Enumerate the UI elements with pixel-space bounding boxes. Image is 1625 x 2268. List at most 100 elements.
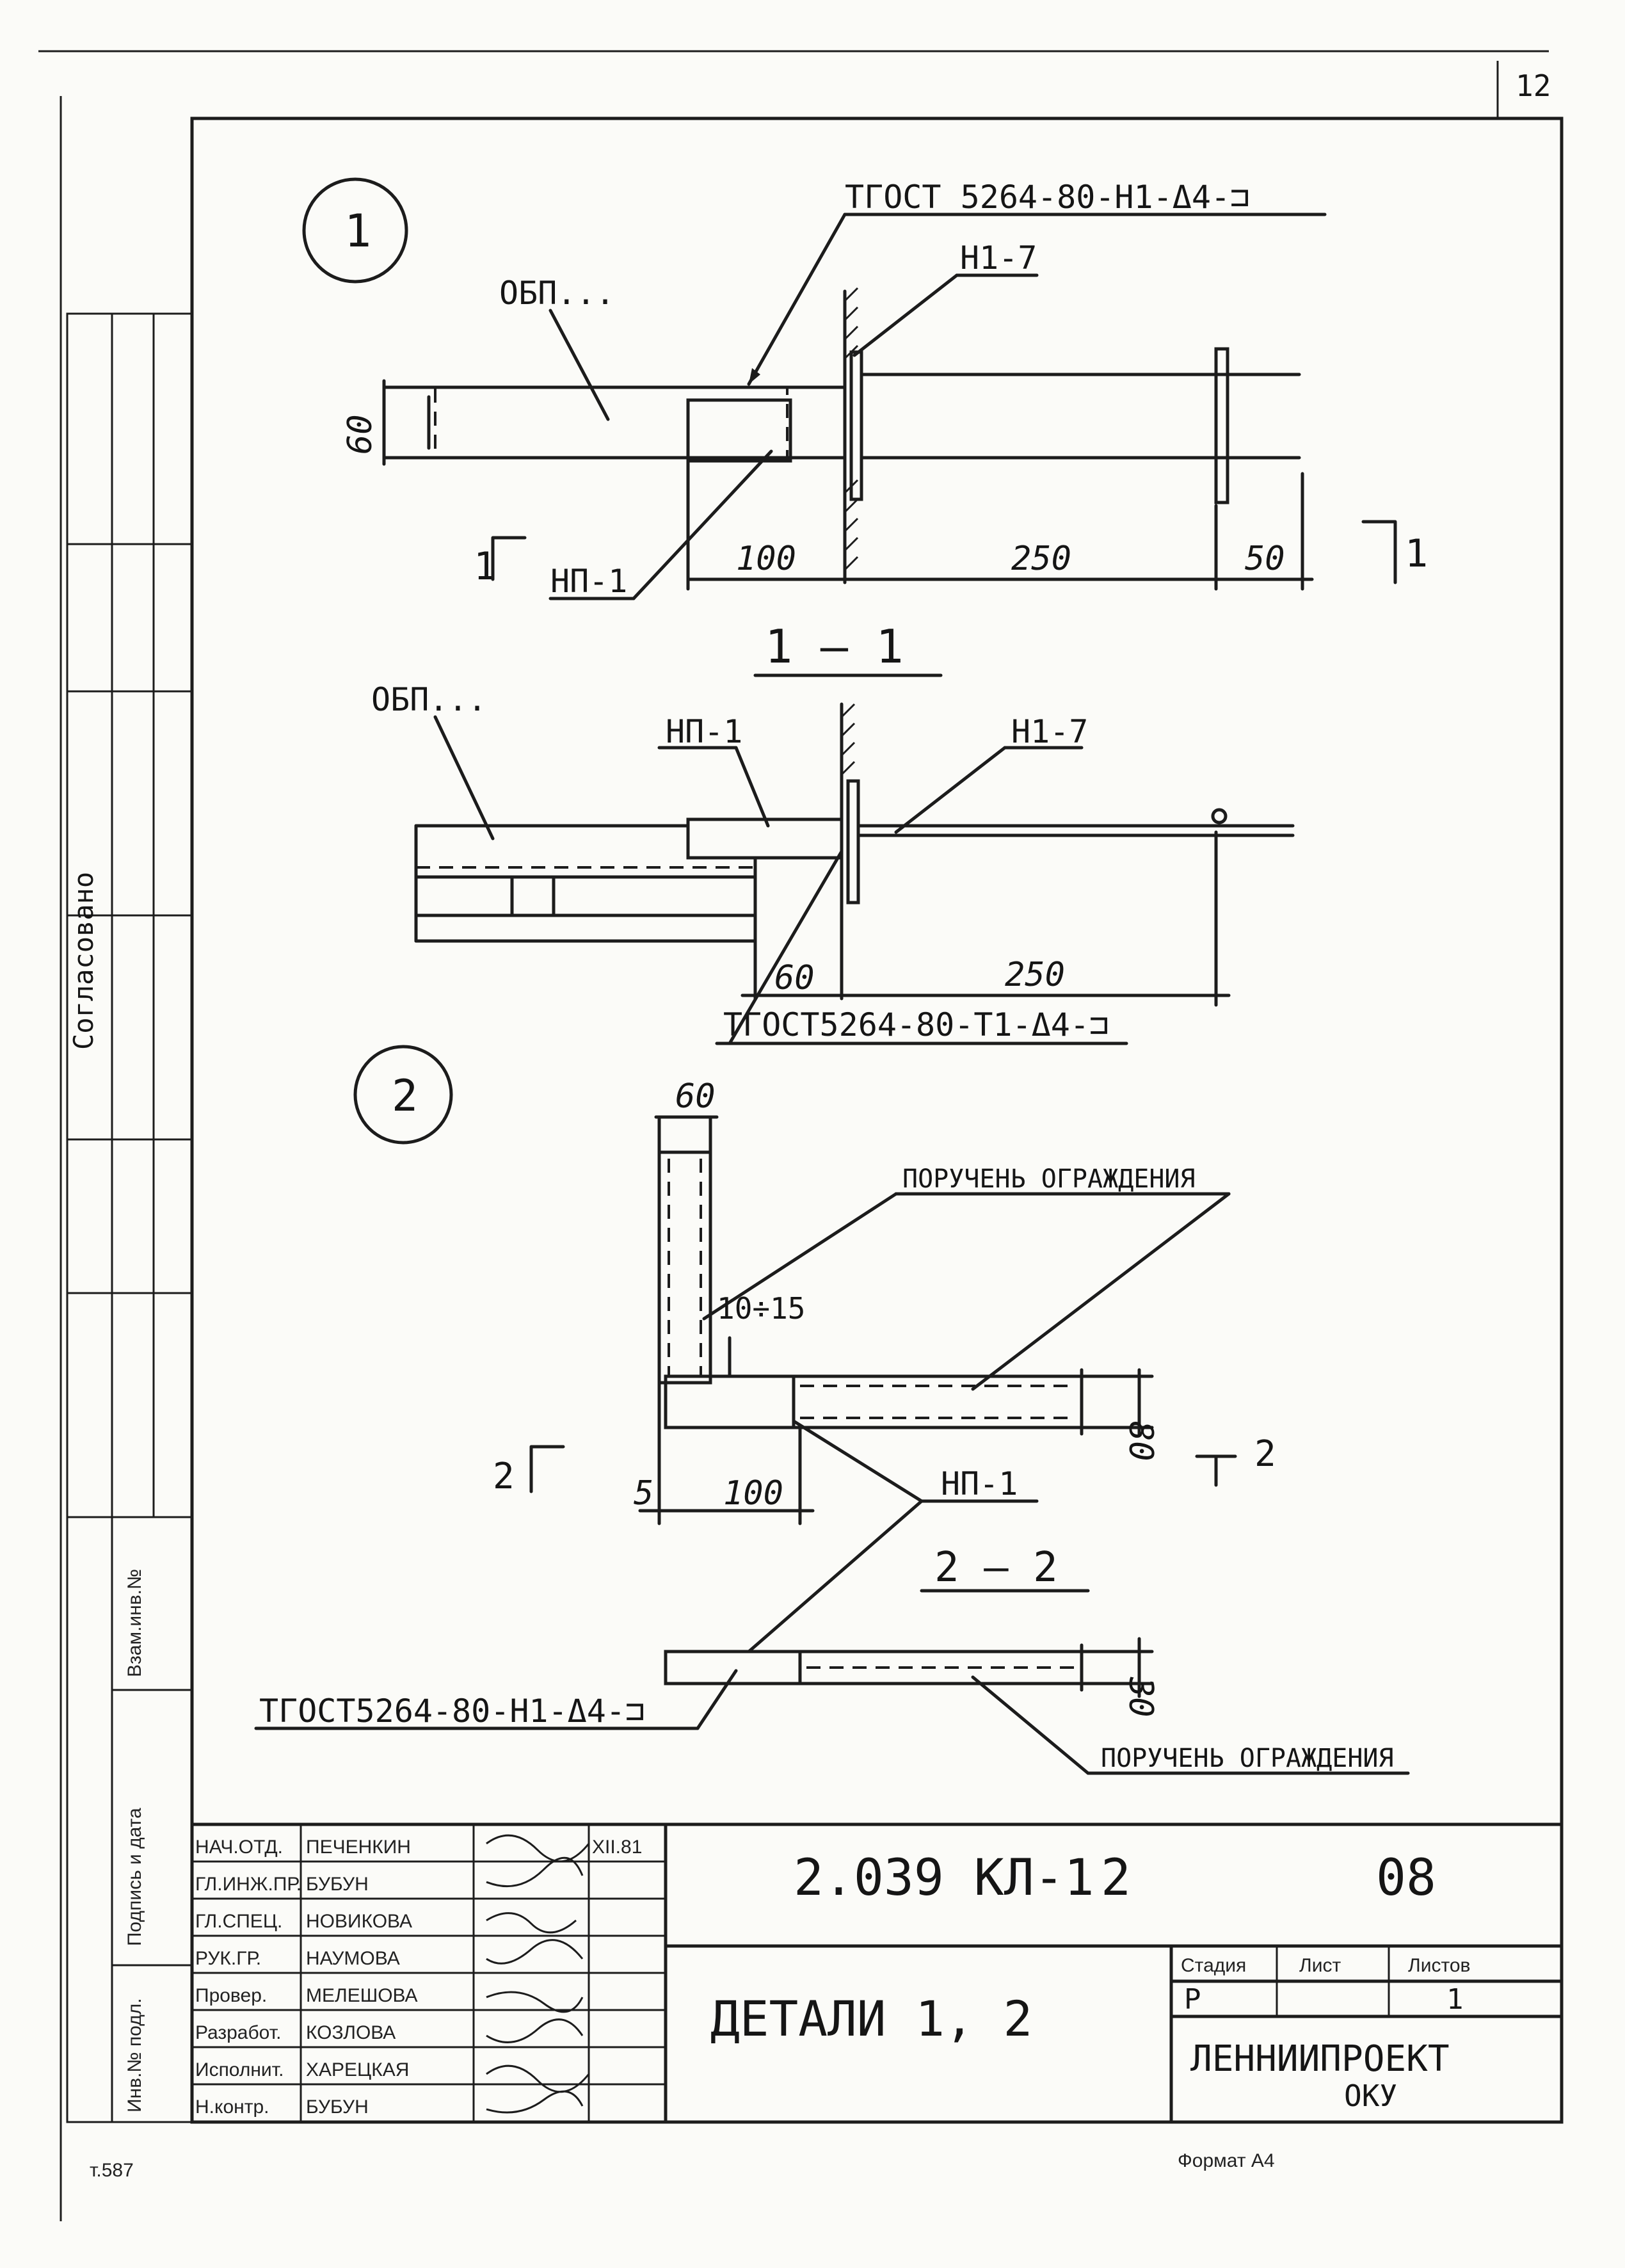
np-label-1: НП-1 xyxy=(550,563,627,600)
handrail-leader-22 xyxy=(971,1675,1090,1775)
gap-label: 10÷15 xyxy=(717,1291,805,1326)
org-sub: ОКУ xyxy=(1344,2079,1397,2113)
role-3: РУК.ГР. xyxy=(195,1948,261,1969)
date-label: XII.81 xyxy=(592,1837,642,1858)
anchor-end-11 xyxy=(1211,808,1228,824)
weld-label-11: ТГОСТ5264-80-Т1-Δ4-⊐ xyxy=(723,1006,1109,1043)
panel-label-1: ОБП... xyxy=(499,275,615,312)
org-name: ЛЕННИИПРОЕКТ xyxy=(1190,2038,1450,2080)
np-plate-11 xyxy=(686,817,844,860)
handrail-leader-2b xyxy=(971,1192,1231,1391)
panel-leader-11 xyxy=(433,715,495,840)
agreed-label: Согласовано xyxy=(68,872,99,1050)
np-label-2: НП-1 xyxy=(941,1465,1018,1502)
dim-250-11: 250 xyxy=(1005,956,1065,994)
name-5: КОЗЛОВА xyxy=(306,2022,396,2043)
anchor-leader-11 xyxy=(894,746,1007,834)
detail-2-marker xyxy=(353,1045,453,1145)
name-3: НАУМОВА xyxy=(306,1948,400,1969)
dim-100: 100 xyxy=(736,540,796,578)
dim-250: 250 xyxy=(1011,540,1071,578)
stage-value: Р xyxy=(1184,1983,1201,2016)
detail-1: 1 ТГОСТ 5264-80-Н1-Δ4-⊐ Н1-7 ОБП... 60 xyxy=(302,177,1428,600)
panel-body-1 xyxy=(434,386,788,459)
role-1: ГЛ.ИНЖ.ПР. xyxy=(195,1874,301,1895)
np-plate-1 xyxy=(686,398,792,463)
role-7: Н.контр. xyxy=(195,2096,269,2118)
name-2: НОВИКОВА xyxy=(306,1911,412,1932)
name-6: ХАРЕЦКАЯ xyxy=(306,2059,409,2080)
sheets-value: 1 xyxy=(1446,1983,1464,2016)
cut-marker-right-2: 2 xyxy=(1254,1433,1276,1475)
anchor-label-11: Н1-7 xyxy=(1011,713,1088,750)
anchor-plate-1 xyxy=(849,350,863,501)
replace-inv-label: Взам.инв.№ xyxy=(124,1569,145,1677)
sign-date-label: Подпись и дата xyxy=(124,1808,145,1946)
drawing-title: ДЕТАЛИ 1, 2 xyxy=(710,1990,1032,2047)
anchor-plate-11 xyxy=(846,779,860,905)
name-1: БУБУН xyxy=(306,1874,369,1895)
role-5: Разработ. xyxy=(195,2022,281,2043)
format-label: Формат А4 xyxy=(1178,2150,1275,2171)
title-block: НАЧ.ОТД. ГЛ.ИНЖ.ПР. ГЛ.СПЕЦ. РУК.ГР. Про… xyxy=(190,1822,1564,2124)
sheets-label: Листов xyxy=(1408,1955,1470,1976)
name-7: БУБУН xyxy=(306,2096,369,2118)
section-1-1-title: 1 — 1 xyxy=(765,620,904,673)
role-2: ГЛ.СПЕЦ. xyxy=(195,1911,282,1932)
cut-marker-right-1: 1 xyxy=(1405,531,1428,576)
name-4: МЕЛЕШОВА xyxy=(306,1985,418,2006)
section-2-2-title: 2 — 2 xyxy=(934,1544,1058,1591)
anchor-end-plate xyxy=(1214,347,1229,504)
anchor-label-top: Н1-7 xyxy=(960,239,1037,277)
doc-num: 2 xyxy=(1101,1849,1131,1907)
cut-symbol-left-2 xyxy=(529,1445,565,1493)
np-plate-22 xyxy=(664,1650,802,1685)
np-label-11: НП-1 xyxy=(666,713,742,750)
weld-leader-22 xyxy=(696,1669,738,1730)
np-leader-1 xyxy=(632,449,773,600)
handrail-post xyxy=(657,1150,712,1385)
anchor-leader-top xyxy=(853,273,959,357)
weld-label-top: ТГОСТ 5264-80-Н1-Δ4-⊐ xyxy=(845,179,1249,216)
np-leader-2b xyxy=(747,1499,924,1653)
cut-symbol-right-2 xyxy=(1195,1454,1237,1487)
dim-60-2: 60 xyxy=(675,1077,716,1116)
detail-2: 2 60 ПОРУЧЕНЬ ОГРАЖДЕНИЯ 10÷15 80 100 xyxy=(353,1045,1276,1653)
cut-symbol-right-1 xyxy=(1361,520,1397,584)
role-6: Исполнит. xyxy=(195,2059,284,2080)
detail-2-number: 2 xyxy=(392,1071,418,1122)
detail-1-marker xyxy=(302,177,408,284)
dim-60-11: 60 xyxy=(774,959,815,997)
height-30: 30 xyxy=(1121,1677,1160,1717)
name-0: ПЕЧЕНКИН xyxy=(306,1837,411,1858)
handrail-label-22: ПОРУЧЕНЬ ОГРАЖДЕНИЯ xyxy=(1101,1744,1394,1773)
section-2-2: 2 — 2 30 ТГОСТ5264-80-Н1-Δ4-⊐ ПОРУЧЕНЬ О… xyxy=(254,1544,1410,1775)
signatures xyxy=(486,1834,590,2114)
role-4: Провер. xyxy=(195,1985,267,2006)
sheet-label: Лист xyxy=(1299,1955,1341,1976)
doc-rev: 08 xyxy=(1376,1849,1436,1907)
sheet-number: 12 xyxy=(1516,68,1551,103)
weld-leader-11 xyxy=(728,849,844,1045)
dim-50: 50 xyxy=(1245,540,1285,578)
dim-100-2: 100 xyxy=(723,1474,783,1513)
panel-leader-1 xyxy=(548,309,610,421)
weld-label-22: ТГОСТ5264-80-Н1-Δ4-⊐ xyxy=(259,1693,644,1730)
role-0: НАЧ.ОТД. xyxy=(195,1837,283,1858)
section-1-1: 1 — 1 ОБП... НП-1 Н1-7 60 xyxy=(371,620,1295,1045)
dim-5-2: 5 xyxy=(634,1474,653,1513)
cut-symbol-left-1 xyxy=(491,536,527,581)
side-strip: Согласовано Взам.инв.№ Подпись и дата Ин… xyxy=(66,312,193,2123)
dim-height-1: 60 xyxy=(341,414,380,454)
weld-arrow-top xyxy=(749,368,760,384)
bottom-left-mark: т.587 xyxy=(90,2160,134,2181)
height-80: 80 xyxy=(1121,1421,1160,1461)
inv-original-label: Инв.№ подл. xyxy=(124,1998,145,2112)
stage-label: Стадия xyxy=(1181,1955,1246,1976)
np-leader-2a xyxy=(792,1419,924,1503)
handrail-label-2: ПОРУЧЕНЬ ОГРАЖДЕНИЯ xyxy=(902,1164,1196,1194)
weld-leader-top-line xyxy=(747,213,847,386)
np-plate-2 xyxy=(664,1374,796,1429)
